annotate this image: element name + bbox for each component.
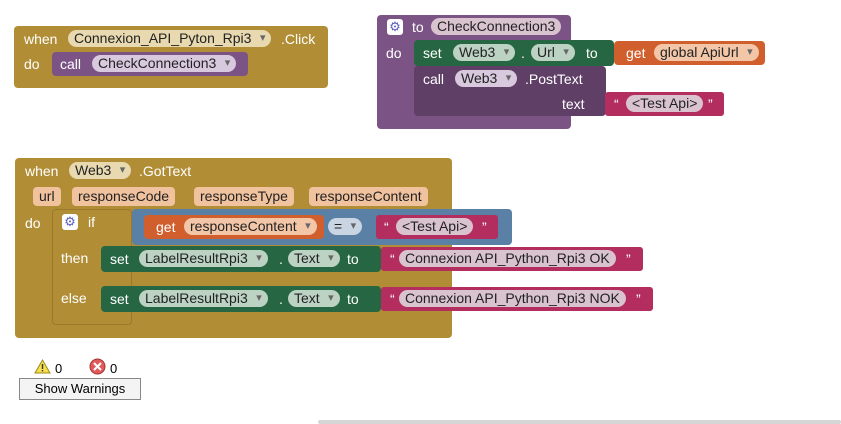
component-dropdown[interactable]: LabelResultRpi3: [139, 290, 268, 307]
to-label: to: [586, 45, 598, 61]
call-label: call: [60, 56, 82, 72]
param-url[interactable]: url: [33, 187, 61, 206]
set-label: set: [423, 45, 442, 61]
gear-icon[interactable]: ⚙: [387, 19, 403, 35]
set-label-else-block[interactable]: set LabelResultRpi3 . Text to: [101, 286, 381, 312]
procedure-dropdown[interactable]: CheckConnection3: [92, 55, 237, 72]
error-icon: [89, 358, 106, 375]
to-label: to: [412, 19, 424, 35]
dot-label: .: [279, 251, 283, 267]
set-label: set: [110, 291, 129, 307]
text-literal-block[interactable]: “ <Test Api> ”: [376, 215, 498, 239]
property-dropdown[interactable]: Text: [288, 290, 340, 307]
text-value-field[interactable]: Connexion API_Python_Rpi3 NOK: [399, 290, 626, 307]
param-responsecode[interactable]: responseCode: [72, 187, 176, 206]
component-dropdown[interactable]: Web3: [455, 70, 518, 87]
get-label: get: [626, 45, 646, 61]
variable-dropdown[interactable]: responseContent: [184, 218, 317, 235]
dot-label: .: [279, 291, 283, 307]
if-label: if: [88, 214, 95, 230]
when-label: when: [24, 31, 58, 47]
call-label: call: [423, 71, 445, 87]
text-literal-block[interactable]: “ Connexion API_Python_Rpi3 NOK ”: [381, 287, 653, 311]
call-method-block[interactable]: call Web3 .PostText text: [414, 66, 606, 116]
variable-dropdown[interactable]: global ApiUrl: [654, 44, 759, 61]
set-property-block[interactable]: set Web3 . Url to: [414, 40, 614, 66]
gear-icon[interactable]: ⚙: [62, 214, 78, 230]
text-value-field[interactable]: <Test Api>: [626, 95, 704, 112]
component-dropdown[interactable]: Connexion_API_Pyton_Rpi3: [68, 30, 272, 47]
operator-dropdown[interactable]: =: [328, 218, 363, 235]
do-label: do: [24, 56, 40, 72]
text-literal-block[interactable]: “ <Test Api> ”: [605, 92, 724, 116]
event-name: .Click: [281, 31, 316, 47]
then-label: then: [61, 250, 89, 266]
when-label: when: [25, 163, 59, 179]
event-name: .GotText: [139, 163, 192, 179]
text-literal-block[interactable]: “ Connexion API_Python_Rpi3 OK ”: [381, 247, 643, 271]
property-dropdown[interactable]: Text: [288, 250, 340, 267]
property-dropdown[interactable]: Url: [531, 44, 575, 61]
warning-count: 0: [55, 361, 63, 376]
to-label: to: [347, 251, 359, 267]
component-dropdown[interactable]: Web3: [69, 162, 132, 179]
do-label: do: [386, 45, 402, 61]
call-procedure-block[interactable]: call CheckConnection3: [52, 52, 248, 76]
else-label: else: [61, 290, 87, 306]
param-responsetype[interactable]: responseType: [194, 187, 294, 206]
param-responsecontent[interactable]: responseContent: [309, 187, 428, 206]
warning-icon: [34, 359, 51, 374]
get-label: get: [156, 219, 176, 235]
event-block-click[interactable]: when Connexion_API_Pyton_Rpi3 .Click do …: [14, 26, 328, 88]
compare-block[interactable]: get responseContent = “ <Test Api> ”: [132, 209, 512, 245]
to-label: to: [347, 291, 359, 307]
procedure-name-field[interactable]: CheckConnection3: [431, 18, 562, 35]
dot-label: .: [521, 45, 525, 61]
set-label-then-block[interactable]: set LabelResultRpi3 . Text to: [101, 246, 381, 272]
method-name: .PostText: [525, 71, 583, 87]
get-variable-block[interactable]: get global ApiUrl: [614, 41, 765, 65]
component-dropdown[interactable]: LabelResultRpi3: [139, 250, 268, 267]
text-value-field[interactable]: Connexion API_Python_Rpi3 OK: [399, 250, 616, 267]
get-variable-block[interactable]: get responseContent: [144, 215, 324, 239]
show-warnings-button[interactable]: Show Warnings: [19, 378, 141, 400]
error-count: 0: [110, 361, 118, 376]
text-argument-label: text: [562, 96, 585, 112]
horizontal-scrollbar[interactable]: [318, 420, 841, 424]
text-value-field[interactable]: <Test Api>: [396, 218, 474, 235]
component-dropdown[interactable]: Web3: [453, 44, 516, 61]
set-label: set: [110, 251, 129, 267]
do-label: do: [25, 215, 41, 231]
